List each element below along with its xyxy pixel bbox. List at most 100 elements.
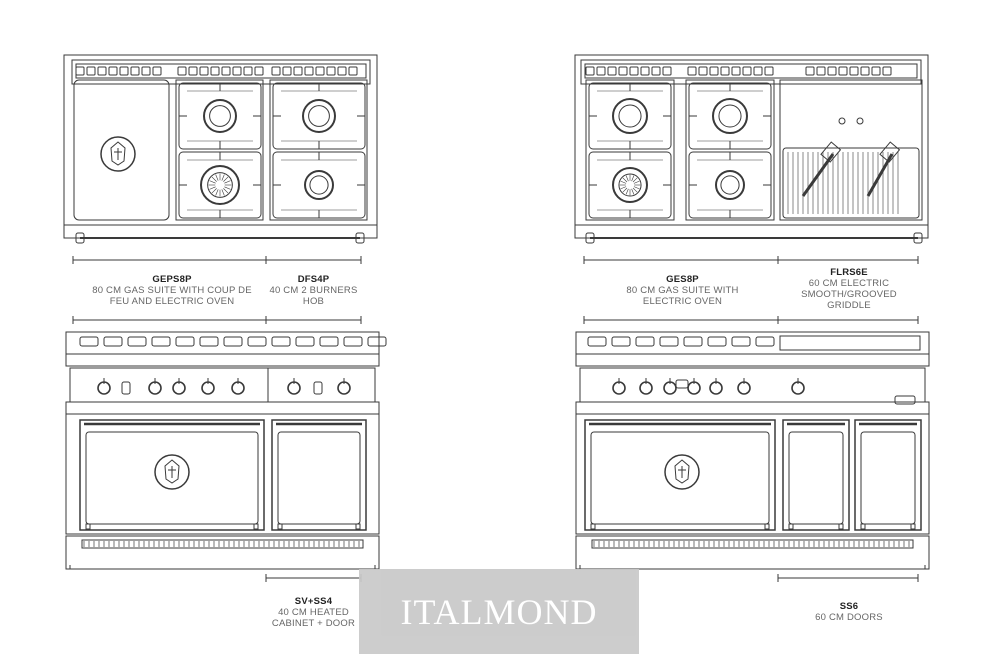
door-window (590, 431, 770, 525)
spatula-blade (820, 141, 842, 163)
label-sv-ss4: SV+SS4 40 CM HEATED CABINET + DOOR (266, 596, 361, 629)
vent-slot (199, 66, 209, 76)
vent-slot (282, 66, 292, 76)
vent-slot (243, 66, 253, 76)
top-view-right-range (574, 54, 929, 244)
grate-profile (731, 336, 751, 347)
burner-flame-line (620, 180, 627, 184)
label-ss6: SS6 60 CM DOORS (800, 601, 898, 623)
burner-flame-line (625, 175, 629, 182)
grate-profile (271, 336, 291, 347)
vent-slot (720, 66, 730, 76)
vent-slot (742, 66, 752, 76)
label-desc: 40 CM HEATED CABINET + DOOR (271, 607, 356, 629)
burner-icon (715, 170, 745, 200)
burner-cap-icon (309, 175, 329, 195)
oven-door (79, 419, 265, 531)
plinth (575, 535, 930, 570)
vent-slot (871, 66, 881, 76)
crest-shield-icon (164, 459, 180, 484)
grate-profile (635, 336, 655, 347)
label-code: FLRS6E (830, 267, 868, 278)
door-hinge (277, 523, 283, 530)
vent-slot (709, 66, 719, 76)
vent-slot (838, 66, 848, 76)
burner-flame-line (223, 188, 229, 194)
burner-icon (304, 170, 334, 200)
vent-slot (860, 66, 870, 76)
griddle-area (779, 79, 923, 221)
label-desc: 80 CM GAS SUITE WITH ELECTRIC OVEN (626, 285, 739, 307)
kick-vent (81, 539, 364, 549)
front-view-right-range (575, 331, 930, 570)
vent-slot (97, 66, 107, 76)
door-window (860, 431, 916, 525)
label-desc: 40 CM 2 BURNERS HOB (269, 285, 358, 307)
door-window (788, 431, 844, 525)
vent-slot (662, 66, 672, 76)
door-hinge (253, 523, 259, 530)
indicator-light (313, 381, 323, 395)
label-code: DFS4P (297, 274, 330, 285)
vent-slot (141, 66, 151, 76)
burner-flame-line (211, 188, 217, 194)
label-geps8p: GEPS8P 80 CM GAS SUITE WITH COUP DE FEU … (82, 274, 262, 307)
burner-cap-icon (718, 104, 742, 128)
burner-icon (612, 167, 648, 203)
vent-slot (326, 66, 336, 76)
burner-flame-line (223, 176, 229, 182)
grate-profile (247, 336, 267, 347)
handle-rail-bar (575, 401, 930, 415)
vent-slot (618, 66, 628, 76)
burner-flame-line (221, 174, 225, 181)
grate-profile (79, 336, 99, 347)
burner-section-frame (585, 79, 675, 221)
vent-slot (232, 66, 242, 76)
rail-bracket (355, 232, 365, 244)
burner-flame-line (632, 187, 638, 193)
burner-flame-line (224, 180, 231, 184)
vent-slot (130, 66, 140, 76)
griddle-knob-icon (856, 117, 864, 125)
grate-profile (343, 336, 363, 347)
vent-slot (687, 66, 697, 76)
door-hinge (860, 523, 866, 530)
range-outline (574, 54, 929, 239)
label-desc: 60 CM DOORS (815, 612, 883, 623)
label-desc: 60 CM ELECTRIC SMOOTH/GROOVED GRIDDLE (801, 278, 897, 311)
spatula-handle (866, 153, 894, 197)
grooved-griddle-plate (782, 147, 920, 219)
burner-icon (302, 99, 336, 133)
spatula-blade (879, 141, 901, 163)
burner-cap-icon (618, 104, 642, 128)
top-view-left-range (63, 54, 378, 244)
vent-slot (805, 66, 815, 76)
vent-slot (86, 66, 96, 76)
crest-shield-icon (110, 141, 126, 166)
burner-cap-icon (720, 175, 740, 195)
cooktop-edge (575, 331, 930, 355)
burner-cap-icon (308, 105, 330, 127)
vent-slot (849, 66, 859, 76)
vent-slot (337, 66, 347, 76)
burner-icon (612, 98, 648, 134)
burner-flame-line (622, 177, 628, 183)
rail-bracket (913, 232, 923, 244)
vent-slot (651, 66, 661, 76)
vent-slot (210, 66, 220, 76)
burner-grate (272, 151, 366, 219)
burner-section-frame (269, 79, 368, 221)
vent-slot (764, 66, 774, 76)
grate-profile (199, 336, 219, 347)
label-desc: 80 CM GAS SUITE WITH COUP DE FEU AND ELE… (92, 285, 252, 307)
cabinet-body (65, 413, 380, 535)
rail-bracket (75, 232, 85, 244)
burner-flame-line (633, 180, 640, 184)
vent-slot (816, 66, 826, 76)
vent-slot (304, 66, 314, 76)
burner-flame-line (632, 177, 638, 183)
burner-grate (178, 82, 262, 150)
burner-cap-icon (207, 172, 233, 198)
vent-slot (731, 66, 741, 76)
crest-shield-icon (674, 459, 690, 484)
